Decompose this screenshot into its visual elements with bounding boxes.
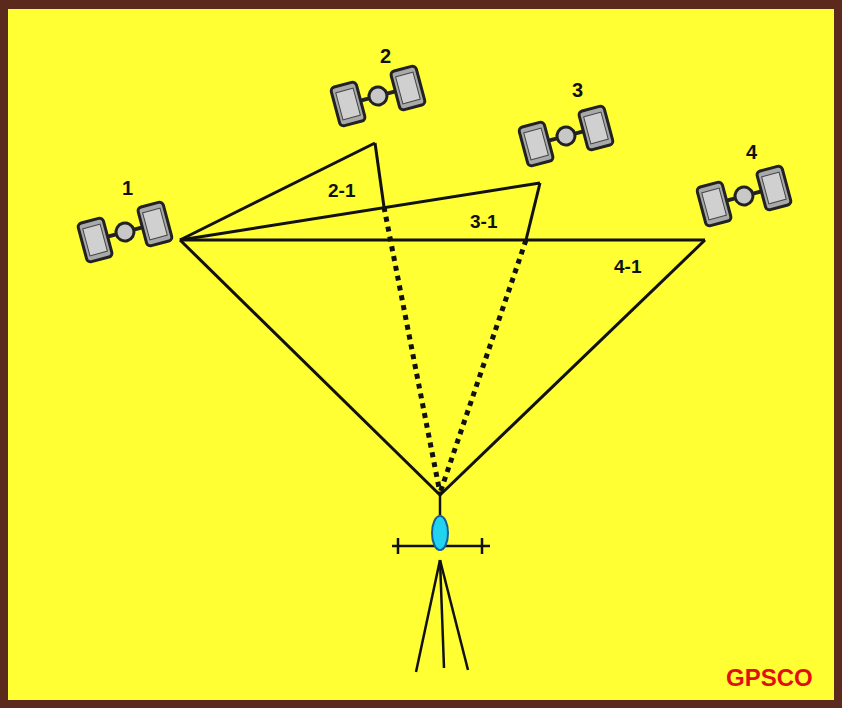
range-label: 2-1 <box>326 180 357 201</box>
range-label: 4-1 <box>612 256 643 277</box>
callout-number: 2 <box>380 46 391 66</box>
range-label: 3-1 <box>468 211 499 232</box>
satellite-symbol <box>696 165 791 226</box>
dotted-lines <box>384 207 526 493</box>
watermark: GPSCO <box>726 666 813 690</box>
satellite-symbol <box>330 65 425 126</box>
background-panel <box>8 9 834 700</box>
callout-number: 4 <box>746 142 757 162</box>
satellite-symbol <box>77 201 172 262</box>
callout-number: 3 <box>572 80 583 100</box>
range-lines <box>180 143 705 495</box>
callout-number: 1 <box>122 178 133 198</box>
receiver-tripod <box>392 495 490 672</box>
satellite-symbol <box>518 105 613 166</box>
